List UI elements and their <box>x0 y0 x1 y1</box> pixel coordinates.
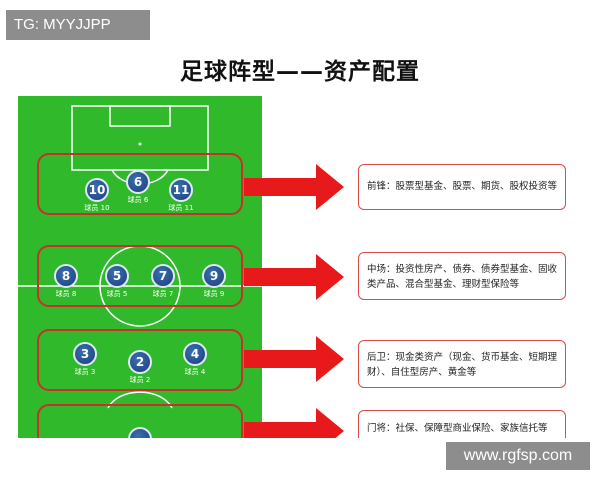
forward-zone <box>37 153 243 215</box>
player-label: 球员 10 <box>84 204 110 212</box>
midfield-zone <box>37 245 243 307</box>
player-7: 7 球员 7 <box>145 264 181 299</box>
player-disc: 4 <box>183 342 207 366</box>
player-label: 球员 7 <box>152 290 174 298</box>
defense-zone <box>37 329 243 391</box>
forward-description: 前锋：股票型基金、股票、期货、股权投资等 <box>358 164 566 210</box>
player-11: 11 球员 11 <box>163 178 199 213</box>
arrow-right-icon <box>244 336 344 382</box>
player-6: 6 球员 6 <box>120 170 156 205</box>
player-2: 2 球员 2 <box>122 350 158 385</box>
player-disc: 5 <box>105 264 129 288</box>
site-watermark: www.rgfsp.com <box>446 442 590 470</box>
player-disc: 9 <box>202 264 226 288</box>
player-disc: 7 <box>151 264 175 288</box>
player-4: 4 球员 4 <box>177 342 213 377</box>
player-label: 球员 8 <box>55 290 77 298</box>
defense-description: 后卫：现金类资产（现金、货币基金、短期理财）、自住型房产、黄金等 <box>358 340 566 388</box>
player-disc: 3 <box>73 342 97 366</box>
player-8: 8 球员 8 <box>48 264 84 299</box>
player-label: 球员 6 <box>127 196 149 204</box>
watermark-tag: TG: MYYJJPP <box>6 10 150 40</box>
player-label: 球员 4 <box>184 368 206 376</box>
player-10: 10 球员 10 <box>79 178 115 213</box>
player-label: 球员 2 <box>129 376 151 384</box>
player-label: 球员 11 <box>168 204 194 212</box>
player-disc: 6 <box>126 170 150 194</box>
midfield-description: 中场：投资性房产、债券、债券型基金、固收类产品、混合型基金、理财型保险等 <box>358 252 566 300</box>
player-disc: 11 <box>169 178 193 202</box>
player-label: 球员 3 <box>74 368 96 376</box>
player-5: 5 球员 5 <box>99 264 135 299</box>
player-label: 球员 9 <box>203 290 225 298</box>
player-9: 9 球员 9 <box>196 264 232 299</box>
player-3: 3 球员 3 <box>67 342 103 377</box>
player-disc: 10 <box>85 178 109 202</box>
player-label: 球员 5 <box>106 290 128 298</box>
diagram-title: 足球阵型——资产配置 <box>180 59 420 85</box>
player-disc: 2 <box>128 350 152 374</box>
arrow-right-icon <box>244 254 344 300</box>
arrow-right-icon <box>244 164 344 210</box>
player-disc: 8 <box>54 264 78 288</box>
